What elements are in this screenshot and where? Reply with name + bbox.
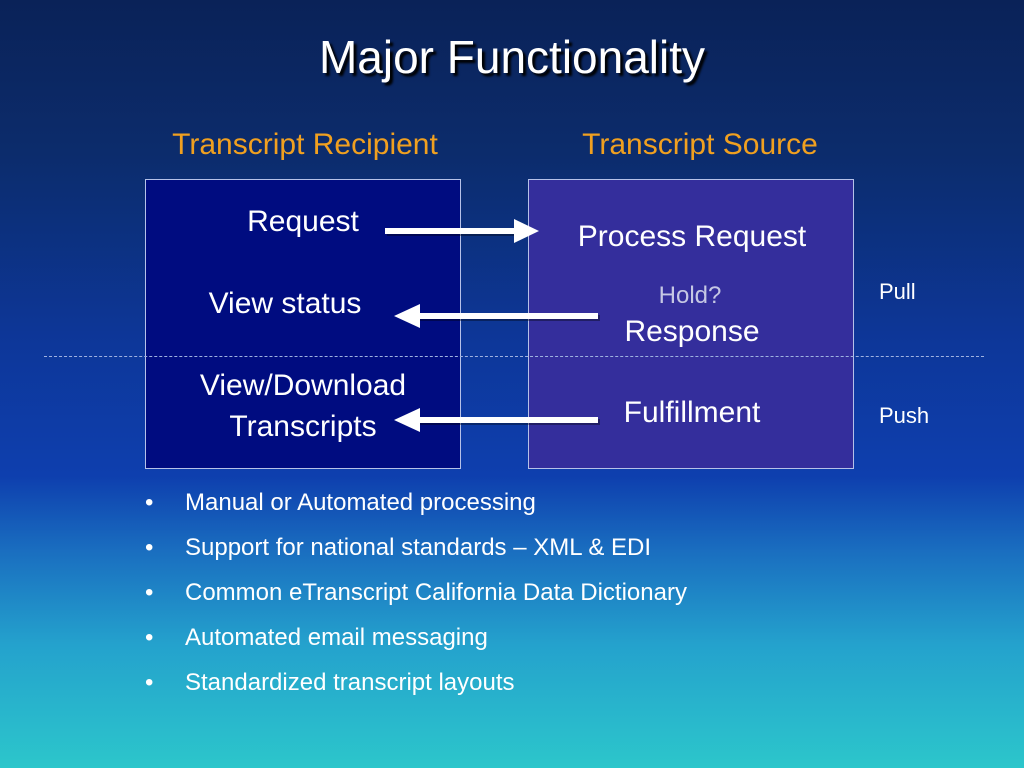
view-download-label-line1: View/Download <box>199 369 407 402</box>
feature-item: • Common eTranscript California Data Dict… <box>143 570 687 615</box>
hold-label: Hold? <box>658 282 722 309</box>
feature-item: • Automated email messaging <box>143 615 687 660</box>
request-arrow <box>385 219 539 243</box>
bullet-icon: • <box>145 624 154 651</box>
slide-title: Major Functionality <box>318 31 706 83</box>
feature-list: • Manual or Automated processing • Support… <box>143 480 687 705</box>
bullet-icon: • <box>145 669 154 696</box>
bullet-icon: • <box>145 489 154 516</box>
feature-text: Standardized transcript layouts <box>185 669 515 696</box>
feature-item: • Standardized transcript layouts <box>143 660 687 705</box>
feature-item: • Manual or Automated processing <box>143 480 687 525</box>
view-status-label: View status <box>208 287 362 320</box>
fulfillment-label: Fulfillment <box>623 396 761 429</box>
fulfillment-arrow <box>394 408 600 432</box>
request-label: Request <box>247 205 359 238</box>
bullet-icon: • <box>145 579 154 606</box>
source-box <box>528 179 854 469</box>
view-download-label-line2: Transcripts <box>229 410 377 443</box>
bullet-icon: • <box>145 534 154 561</box>
feature-text: Common eTranscript California Data Dicti… <box>185 579 687 606</box>
feature-text: Manual or Automated processing <box>185 489 536 516</box>
process-request-label: Process Request <box>577 220 807 253</box>
feature-text: Automated email messaging <box>185 624 488 651</box>
push-label: Push <box>879 403 930 428</box>
feature-text: Support for national standards – XML & E… <box>185 534 652 561</box>
response-label: Response <box>624 315 760 348</box>
feature-item: • Support for national standards – XML & … <box>143 525 687 570</box>
view-status-arrow <box>394 304 600 328</box>
source-column-heading: Transcript Source <box>582 128 818 161</box>
pull-push-divider <box>44 356 984 357</box>
recipient-column-heading: Transcript Recipient <box>172 128 438 161</box>
pull-label: Pull <box>879 279 916 304</box>
